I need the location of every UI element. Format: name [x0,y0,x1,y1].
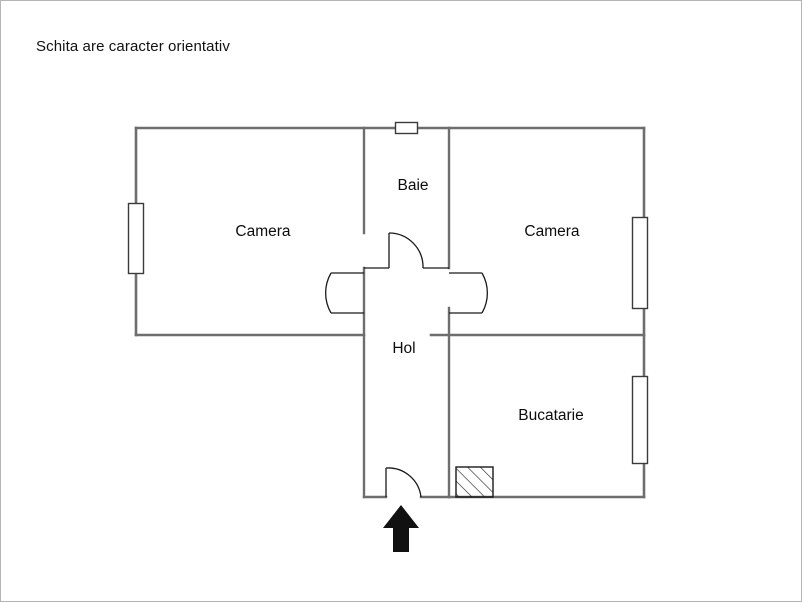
entrance-arrow [383,505,419,552]
door-baie-arc [388,232,424,269]
window-bucatarie [631,375,649,465]
window-baie-top [394,121,419,135]
fixtures-group [455,466,494,498]
door-arcs-group [324,232,489,498]
windows-group [127,121,649,465]
chimney-hatched [455,466,494,498]
entrance-arrow-shape [383,505,419,552]
room-label-camera-right: Camera [524,223,580,240]
door-jambs-group [331,233,482,497]
room-label-camera-left: Camera [235,223,291,240]
room-label-bucatarie: Bucatarie [518,407,583,424]
room-label-hol: Hol [392,340,415,357]
interior-walls-group [362,126,451,499]
window-left-camera [127,202,145,275]
door-camera-left-arc [324,272,332,314]
walls-group [134,126,646,499]
page-title: Schita are caracter orientativ [36,38,230,55]
door-camera-right-arc [481,272,489,314]
window-right-camera [631,216,649,310]
room-labels-group: Camera Baie Camera Hol Bucatarie [235,177,583,424]
door-entrance-arc [385,467,422,498]
room-label-baie: Baie [397,177,428,194]
